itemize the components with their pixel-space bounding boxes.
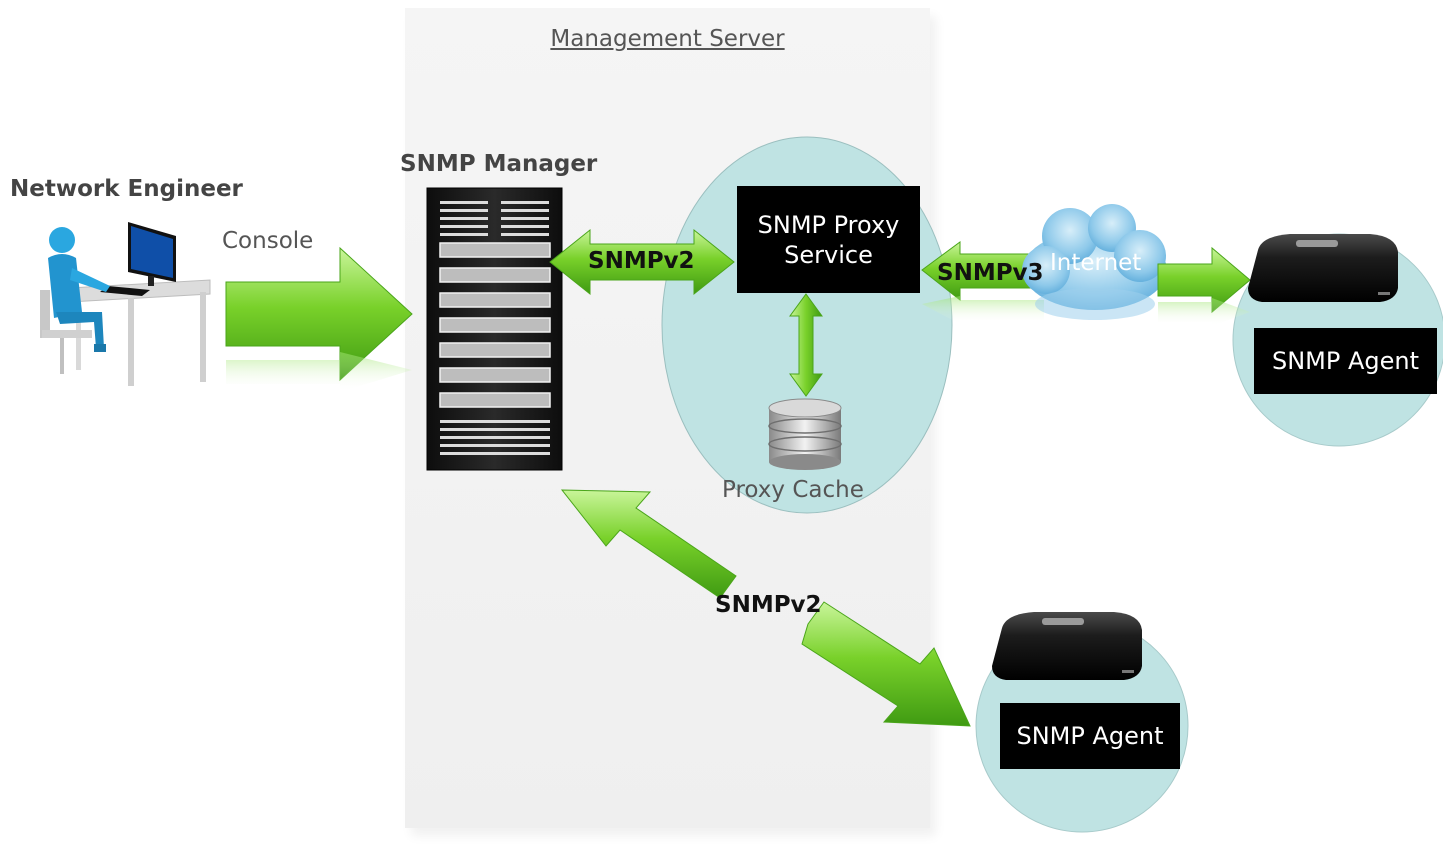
proxy-cache-label: Proxy Cache: [722, 477, 864, 503]
database-icon: [768, 398, 842, 470]
snmp-manager-label: SNMP Manager: [400, 151, 598, 177]
person-at-desk-icon: [40, 222, 211, 386]
console-label: Console: [222, 228, 314, 254]
snmpv3-label: SNMPv3: [937, 260, 1044, 286]
snmpv2-manager-agent-label: SNMPv2: [715, 592, 822, 618]
snmp-proxy-service-label: SNMP Proxy Service: [757, 210, 900, 269]
internet-label: Internet: [1050, 250, 1142, 276]
proxy-cache-arrow: [789, 293, 823, 397]
network-device-icon: [1248, 234, 1398, 302]
snmp-agent-2-box[interactable]: SNMP Agent: [1000, 703, 1180, 769]
snmp-agent-1-box[interactable]: SNMP Agent: [1254, 328, 1437, 394]
network-device-icon: [992, 612, 1142, 680]
server-rack-icon: [426, 187, 563, 471]
management-server-title: Management Server: [550, 26, 785, 52]
snmp-agent-1-label: SNMP Agent: [1271, 347, 1420, 375]
snmp-agent-2-label: SNMP Agent: [1016, 722, 1164, 750]
manager-proxy-arrow: [549, 228, 735, 296]
agent-manager-arrow-up: [560, 489, 737, 599]
cloud-icon: [1022, 204, 1167, 320]
network-engineer-label: Network Engineer: [10, 176, 243, 202]
snmpv2-manager-proxy-label: SNMPv2: [588, 248, 695, 274]
proxy-internet-arrow: [921, 241, 1045, 324]
console-arrow: [225, 246, 413, 392]
internet-agent-arrow: [1157, 246, 1251, 326]
snmp-proxy-service-box[interactable]: SNMP Proxy Service: [737, 186, 920, 293]
agent-manager-arrow-down: [801, 601, 971, 727]
